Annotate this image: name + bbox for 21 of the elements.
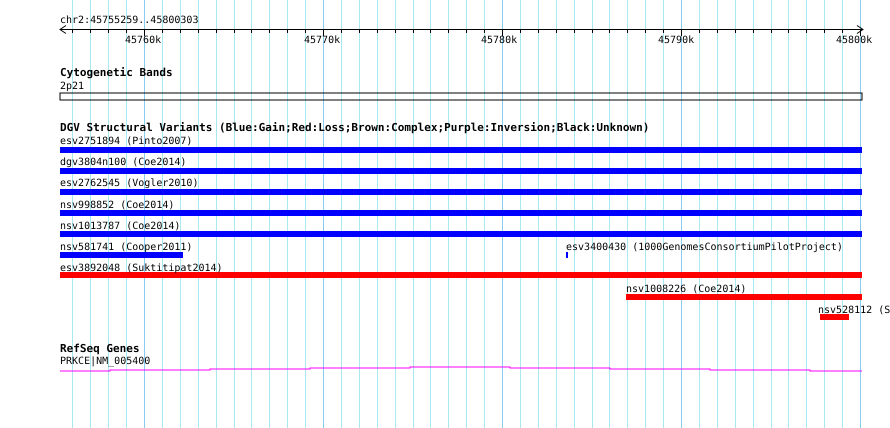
- gene-label: PRKCE|NM_005400: [60, 356, 150, 367]
- track-title: Cytogenetic Bands: [60, 67, 173, 78]
- tick-label: 45770k: [304, 35, 340, 46]
- variant-label: nsv581741 (Cooper2011): [60, 242, 192, 253]
- tick-label: 45760k: [125, 35, 162, 46]
- tick-label: 45780k: [481, 35, 518, 46]
- variant-label: dgv3804n100 (Coe2014): [60, 157, 186, 168]
- variant-label: nsv998852 (Coe2014): [60, 200, 174, 211]
- variant-label: nsv528112 (S: [818, 305, 890, 316]
- variant-label: esv3892048 (Suktitipat2014): [60, 263, 223, 274]
- variant-label: esv3400430 (1000GenomesConsortiumPilotProject): [566, 242, 843, 253]
- band-label: 2p21: [60, 81, 84, 92]
- location-label: chr2:45755259..45800303: [60, 15, 198, 26]
- track-title: DGV Structural Variants (Blue:Gain;Red:Loss;Brown:Complex;Purple:Inversion;Black:Unknown): [60, 122, 650, 133]
- variant-label: esv2762545 (Vogler2010): [60, 178, 198, 189]
- variant-label: esv2751894 (Pinto2007): [60, 136, 192, 147]
- track-title: RefSeq Genes: [60, 343, 140, 354]
- variant-label: nsv1013787 (Coe2014): [60, 221, 180, 232]
- tick-label: 45790k: [658, 35, 694, 46]
- tick-label: 45800k: [836, 35, 872, 46]
- variant-label: nsv1008226 (Coe2014): [626, 284, 746, 295]
